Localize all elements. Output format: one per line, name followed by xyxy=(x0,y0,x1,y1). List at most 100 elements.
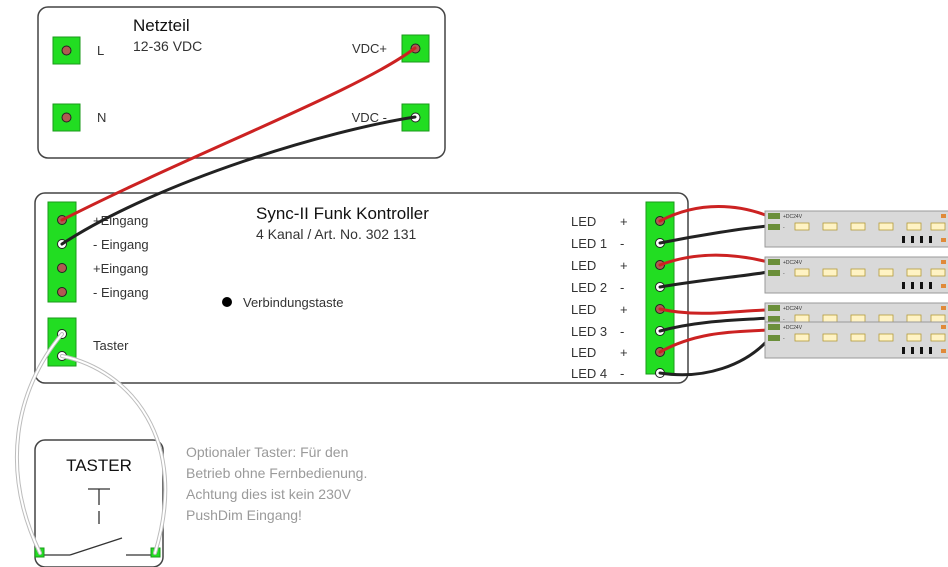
led-terminal-sign: - xyxy=(620,280,624,295)
optional-taster-note: Optionaler Taster: Für den Betrieb ohne … xyxy=(186,442,416,526)
led-strip-minus: - xyxy=(783,225,785,231)
wires xyxy=(14,46,770,555)
led-chip xyxy=(906,222,922,231)
power-supply: Netzteil 12-36 VDC L N VDC+ VDC - xyxy=(37,6,446,159)
led-chip xyxy=(822,222,838,231)
led-chip xyxy=(822,268,838,277)
led-chip xyxy=(878,333,894,342)
led-strip-minus: - xyxy=(783,271,785,277)
led-strip-pad-right xyxy=(941,214,946,218)
led-chip xyxy=(930,222,946,231)
terminal-l-screw xyxy=(61,45,72,56)
led-strip-pad-right xyxy=(941,306,946,310)
controller-title: Sync-II Funk Kontroller xyxy=(256,204,429,223)
note-line: Betrieb ohne Fernbedienung. xyxy=(186,465,368,481)
led-terminal-sign: - xyxy=(620,324,624,339)
resistor xyxy=(929,236,932,243)
led-chip xyxy=(878,268,894,277)
led-strip-pad xyxy=(768,324,780,330)
switch-box-title: TASTER xyxy=(66,456,132,475)
led-strip-pad-right xyxy=(941,284,946,288)
led-strip-pad-right xyxy=(941,260,946,264)
led-strip-pad-right xyxy=(941,325,946,329)
led-terminal-sign: + xyxy=(620,258,628,273)
controller-box xyxy=(34,192,689,384)
wire-led1-plus xyxy=(658,205,770,223)
wire-positive xyxy=(60,46,417,222)
terminal-n-label: N xyxy=(97,110,106,125)
led-chip xyxy=(930,314,946,323)
wire-negative xyxy=(60,115,417,246)
resistor xyxy=(911,347,914,354)
led-strip-pad xyxy=(768,270,780,276)
led-terminal-name: LED xyxy=(571,345,596,360)
taster-label: Taster xyxy=(93,338,129,353)
led-terminal-sign: - xyxy=(620,236,624,251)
led-terminal-name: LED xyxy=(571,258,596,273)
wire-led3-plus xyxy=(658,307,770,315)
wire-led2-minus xyxy=(658,270,770,289)
led-chip xyxy=(850,333,866,342)
wire-led4-minus xyxy=(658,338,770,377)
led-chip xyxy=(794,268,810,277)
led-chip xyxy=(878,222,894,231)
led-chip xyxy=(930,333,946,342)
led-chip xyxy=(822,314,838,323)
led-strip-minus: - xyxy=(783,336,785,342)
led-strip: +DC24V - xyxy=(764,210,948,248)
resistor xyxy=(929,347,932,354)
led-strip-pad-right xyxy=(941,349,946,353)
led-strip-pad xyxy=(768,259,780,265)
wire-taster-1 xyxy=(15,333,63,554)
led-terminal-sign: + xyxy=(620,214,628,229)
led-chip xyxy=(850,268,866,277)
note-line: Optionaler Taster: Für den xyxy=(186,444,349,460)
led-chip xyxy=(822,333,838,342)
wire-led1-minus xyxy=(658,224,770,245)
input-label: - Eingang xyxy=(93,285,149,300)
note-line: PushDim Eingang! xyxy=(186,507,302,523)
wire-led3-minus xyxy=(658,316,770,333)
switch-box: TASTER xyxy=(34,439,164,567)
led-terminal-sign: + xyxy=(620,302,628,317)
led-strip-pad xyxy=(768,213,780,219)
terminal-vdc-minus-label: VDC - xyxy=(352,110,387,125)
led-chip xyxy=(930,268,946,277)
led-strip-pad xyxy=(768,335,780,341)
resistor xyxy=(911,236,914,243)
power-supply-voltage: 12-36 VDC xyxy=(133,38,202,54)
led-chip xyxy=(906,268,922,277)
connection-button-label: Verbindungstaste xyxy=(243,295,343,310)
led-strip: +DC24V - xyxy=(764,321,948,359)
led-terminal-name: LED 2 xyxy=(571,280,607,295)
led-strip-pad xyxy=(768,224,780,230)
power-supply-box xyxy=(37,6,446,159)
resistor xyxy=(902,282,905,289)
led-chip xyxy=(794,333,810,342)
controller-subtitle: 4 Kanal / Art. No. 302 131 xyxy=(256,226,417,242)
led-chip xyxy=(906,314,922,323)
input-screw-3 xyxy=(57,263,67,273)
led-strip-pad-right xyxy=(941,238,946,242)
note-line: Achtung dies ist kein 230V xyxy=(186,486,351,502)
input-label: +Eingang xyxy=(93,261,148,276)
led-strip-minus: - xyxy=(783,317,785,323)
led-terminal-sign: + xyxy=(620,345,628,360)
led-strip-label: +DC24V xyxy=(783,214,803,220)
led-strip: +DC24V - xyxy=(764,256,948,294)
led-terminal-name: LED xyxy=(571,302,596,317)
connection-button xyxy=(222,297,232,307)
led-terminal-name: LED 3 xyxy=(571,324,607,339)
resistor xyxy=(911,282,914,289)
led-strip-pad xyxy=(768,316,780,322)
resistor xyxy=(920,282,923,289)
led-chip xyxy=(850,222,866,231)
input-screw-4 xyxy=(57,287,67,297)
wire-led2-plus xyxy=(658,253,770,267)
resistor xyxy=(920,236,923,243)
resistor xyxy=(920,347,923,354)
resistor xyxy=(929,282,932,289)
wire-led4-plus xyxy=(658,328,770,354)
wire-taster-2 xyxy=(61,355,167,554)
